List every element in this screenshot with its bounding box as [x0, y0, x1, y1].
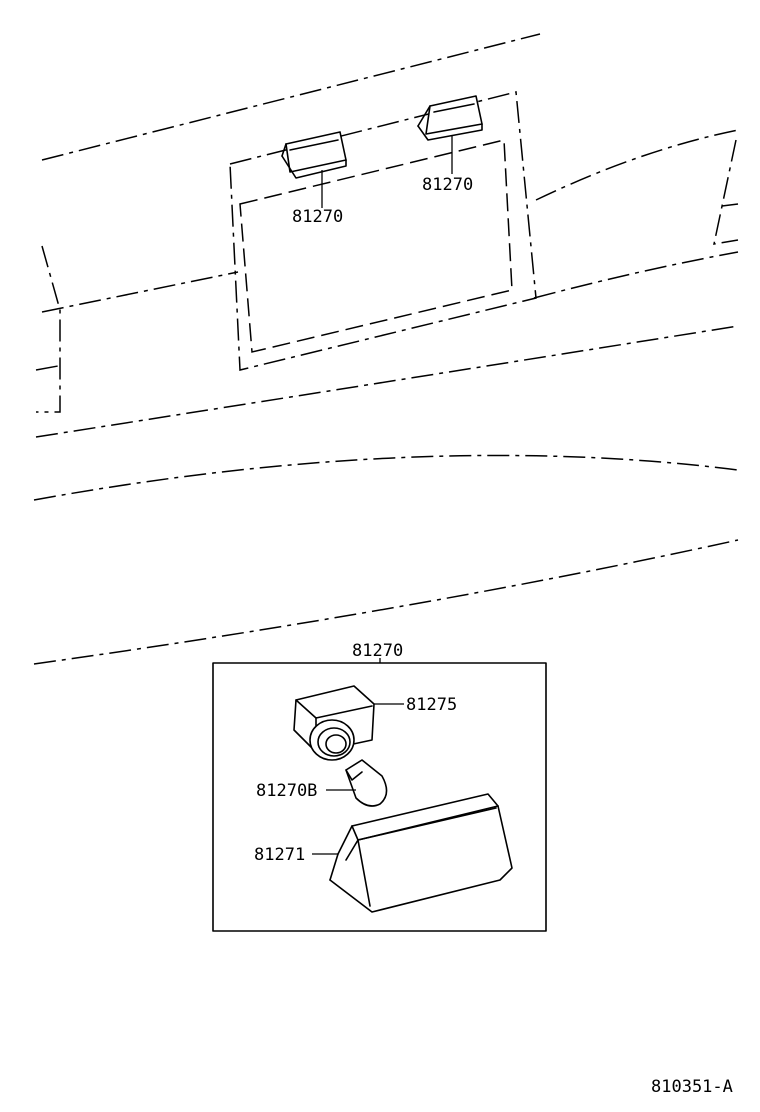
- lens-icon: [329, 793, 513, 913]
- license-plate-lamp-right-icon: [417, 95, 483, 174]
- callout-lamp-left: 81270: [292, 207, 343, 227]
- vehicle-body-outline: [33, 33, 739, 665]
- callout-socket: 81275: [406, 695, 457, 715]
- callout-lens: 81271: [254, 845, 305, 865]
- figure-code: 810351-A: [651, 1077, 733, 1097]
- callout-lamp-right: 81270: [422, 175, 473, 195]
- bulb-icon: [345, 759, 388, 807]
- license-plate-recess: [229, 91, 537, 371]
- license-plate-lamp-left-icon: [281, 131, 347, 208]
- detail-box: [212, 658, 547, 932]
- callout-bulb: 81270B: [256, 781, 317, 801]
- callout-detail-title: 81270: [352, 641, 403, 661]
- socket-icon: [293, 685, 375, 761]
